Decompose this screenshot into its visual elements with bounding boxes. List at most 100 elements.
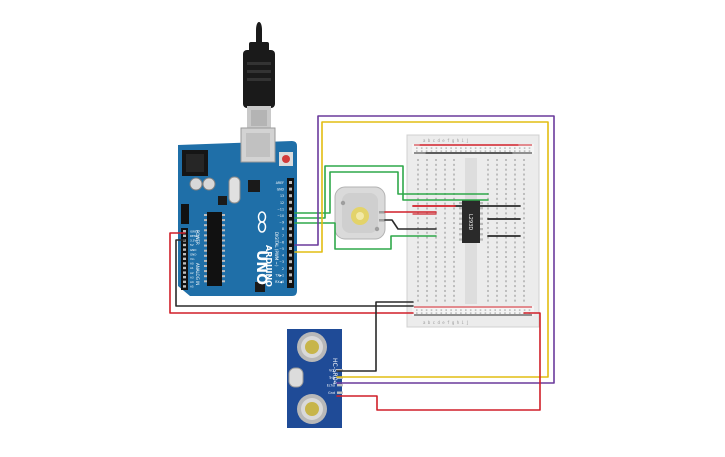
breadboard-hole	[417, 159, 419, 161]
rail-hole	[474, 147, 477, 149]
breadboard-hole	[453, 178, 455, 181]
rail-hole	[445, 309, 447, 311]
rail-hole	[514, 309, 516, 311]
breadboard-hole	[444, 168, 446, 171]
breadboard-hole	[496, 183, 498, 186]
ic-leg	[459, 207, 462, 210]
breadboard-hole	[435, 236, 437, 239]
breadboard-hole	[444, 275, 446, 278]
breadboard-hole	[505, 192, 507, 195]
breadboard-hole	[487, 168, 489, 171]
power-pin-label: IOREF	[190, 229, 199, 233]
breadboard-hole	[435, 280, 437, 283]
rail-hole	[440, 309, 443, 311]
ic-leg	[480, 207, 483, 210]
wire-black-sensor-gnd	[336, 301, 414, 372]
wire-red-vcc	[336, 312, 541, 411]
breadboard-hole	[505, 183, 507, 186]
wire-green-2	[294, 165, 489, 219]
breadboard-hole	[453, 260, 455, 263]
breadboard-hole	[417, 212, 419, 215]
breadboard-hole	[487, 251, 489, 254]
power-pin	[183, 271, 186, 274]
breadboard-hole	[523, 163, 525, 166]
breadboard-hole	[417, 163, 419, 166]
breadboard-hole	[453, 207, 455, 210]
rail-hole	[416, 312, 418, 314]
breadboard-hole	[496, 299, 498, 302]
breadboard-hole	[444, 251, 446, 254]
breadboard-hole	[514, 241, 516, 244]
breadboard-hole	[426, 226, 428, 229]
breadboard-hole	[453, 270, 455, 273]
rail-hole	[440, 150, 443, 152]
breadboard-hole	[505, 251, 507, 254]
breadboard-hole	[496, 222, 498, 225]
chip-leg	[204, 219, 207, 222]
ic-leg	[480, 217, 483, 220]
breadboard-hole	[496, 188, 498, 191]
breadboard-hole	[496, 163, 498, 166]
ic-leg	[459, 217, 462, 220]
breadboard-hole	[444, 197, 446, 200]
breadboard-hole	[453, 197, 455, 200]
breadboard-hole	[426, 212, 428, 215]
chip-leg	[222, 229, 225, 232]
breadboard-hole	[435, 241, 437, 244]
rail-hole	[474, 150, 477, 152]
breadboard-hole	[417, 207, 419, 210]
breadboard-hole	[417, 280, 419, 283]
breadboard-hole	[496, 285, 498, 288]
breadboard-hole	[426, 299, 428, 302]
digital-pin-label: 8	[282, 227, 284, 231]
atmega-chip	[207, 212, 222, 286]
chip-leg	[222, 259, 225, 262]
digital-pin-label: ~5	[279, 247, 284, 251]
rail-hole	[518, 150, 521, 152]
breadboard-hole	[487, 159, 489, 161]
breadboard-hole	[426, 163, 428, 166]
breadboard-hole	[426, 260, 428, 263]
digital-pin	[289, 194, 292, 198]
rail-hole	[445, 150, 447, 152]
digital-pin-label: ~9	[279, 221, 284, 225]
power-pin-label: A2	[190, 271, 194, 275]
chip-leg	[222, 239, 225, 242]
breadboard-hole	[426, 168, 428, 171]
breadboard-hole	[505, 246, 507, 249]
breadboard-hole	[505, 299, 507, 302]
chip-leg	[204, 249, 207, 252]
breadboard-hole	[444, 270, 446, 273]
chip-leg	[222, 265, 225, 267]
breadboard-hole	[435, 202, 437, 205]
power-pin	[183, 253, 186, 256]
digital-pin	[289, 273, 292, 277]
digital-header	[287, 178, 294, 288]
breadboard-hole	[496, 265, 498, 268]
power-pin	[183, 266, 186, 270]
breadboard-hole	[496, 246, 498, 249]
breadboard-hole	[496, 236, 498, 239]
arduino-model-label: UNO	[253, 250, 269, 285]
breadboard-hole	[435, 231, 437, 234]
sensor-model-label: HC-SR04	[331, 358, 338, 385]
rail-hole	[420, 147, 423, 149]
breadboard-hole	[505, 226, 507, 229]
breadboard-hole	[444, 260, 446, 263]
digital-pin	[289, 253, 292, 257]
rail-hole	[494, 312, 496, 314]
rail-hole	[489, 309, 492, 311]
breadboard-hole	[496, 275, 498, 278]
breadboard-hole	[487, 212, 489, 215]
breadboard-hole	[487, 299, 489, 302]
rail-hole	[425, 309, 428, 311]
breadboard-hole	[514, 280, 516, 283]
chip-leg	[204, 254, 207, 257]
rail-hole	[499, 150, 501, 152]
rail-hole	[504, 312, 506, 314]
digital-pin	[289, 207, 292, 211]
breadboard-hole	[417, 231, 419, 234]
breadboard-hole	[453, 217, 455, 220]
breadboard-hole	[444, 256, 446, 258]
